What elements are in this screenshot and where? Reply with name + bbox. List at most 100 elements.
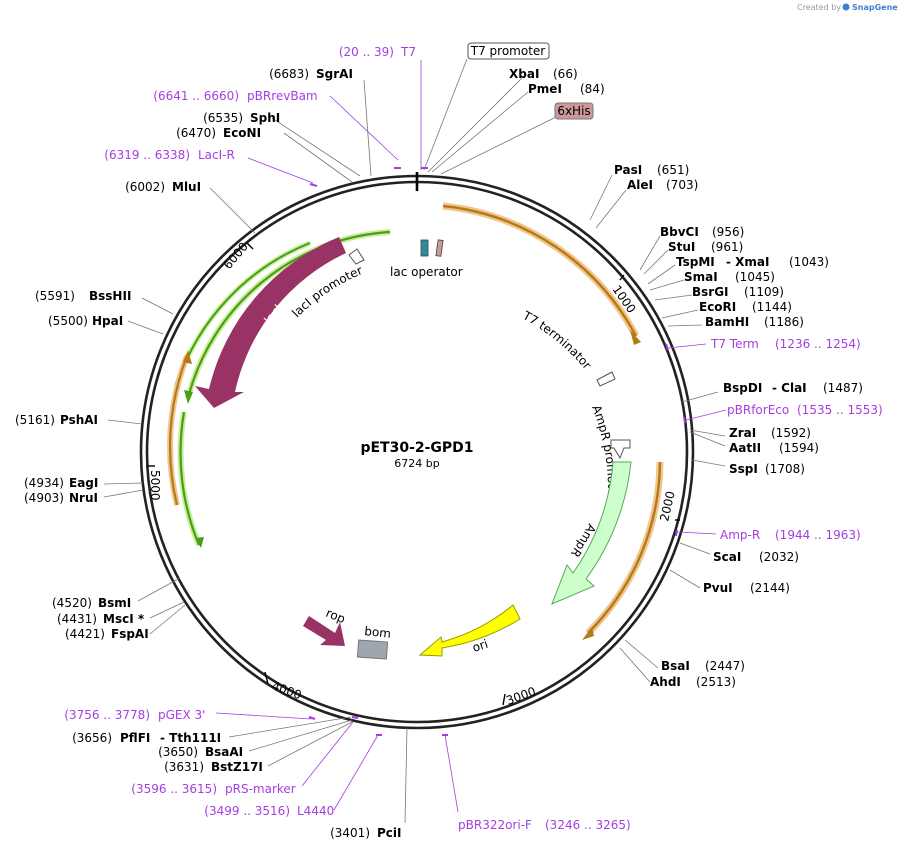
site-tspmi[interactable]: TspMI [676, 255, 715, 269]
site-mlui-pos: (6002) [125, 180, 165, 194]
site-bsmi[interactable]: BsmI [98, 596, 131, 610]
lac-operator-label: lac operator [390, 265, 463, 279]
site-alei[interactable]: AleI [627, 178, 653, 192]
site-tth111i[interactable]: - Tth111I [160, 731, 221, 745]
site-bbvci[interactable]: BbvCI [660, 225, 699, 239]
site-sgrai[interactable]: SgrAI [316, 67, 353, 81]
primer-pbr322orif-name[interactable]: pBR322ori-F [458, 818, 532, 832]
primer-t7term-range: (1236 .. 1254) [775, 337, 861, 351]
site-pvui-pos: (2144) [750, 581, 790, 595]
site-bamhi[interactable]: BamHI [705, 315, 749, 329]
primer-t7term-name[interactable]: T7 Term [710, 337, 759, 351]
site-bsmi-pos: (4520) [52, 596, 92, 610]
site-hpai-pos: (5500) [48, 314, 88, 328]
primer-pgex3-range: (3756 .. 3778) [64, 708, 150, 722]
laci-arrow[interactable] [195, 237, 346, 408]
site-bsaai-pos: (3650) [158, 745, 198, 759]
orf-left [168, 355, 189, 506]
site-fspai-pos: (4421) [65, 627, 105, 641]
site-pcii[interactable]: PciI [377, 826, 402, 840]
site-eagi[interactable]: EagI [69, 476, 98, 490]
primer-pbrrevbam-range: (6641 .. 6660) [153, 89, 239, 103]
site-bstz17i[interactable]: BstZ17I [211, 760, 263, 774]
orf-ampr [587, 461, 662, 634]
position-ticks: 1000 2000 3000 4000 5000 6000 [147, 240, 680, 708]
site-econi[interactable]: EcoNI [223, 126, 261, 140]
t7-terminator-label: T7 terminator [520, 308, 594, 372]
site-clai-pos: (1487) [823, 381, 863, 395]
site-xmai[interactable]: - XmaI [726, 255, 769, 269]
rop-arrow[interactable] [303, 616, 345, 646]
ampr-promoter-arrow[interactable] [610, 439, 631, 460]
his-tag-badge[interactable] [554, 102, 594, 120]
site-clai[interactable]: - ClaI [772, 381, 807, 395]
site-bsai[interactable]: BsaI [661, 659, 690, 673]
site-sspi-pos: (1708) [765, 462, 805, 476]
lac-operator-box[interactable] [420, 239, 429, 257]
snapgene-logo-icon [842, 3, 850, 11]
site-hpai[interactable]: HpaI [92, 314, 123, 328]
primer-l4440-name[interactable]: L4440 [297, 804, 334, 818]
t7-terminator-arrow[interactable] [596, 371, 616, 387]
orf-laci-lower-halo [177, 411, 202, 547]
t7-promoter-box[interactable] [467, 42, 550, 60]
plasmid-size: 6724 bp [394, 457, 439, 470]
site-eagi-pos: (4934) [24, 476, 64, 490]
primer-pbrforeco-name[interactable]: pBRforEco [727, 403, 789, 417]
primer-ampr-name[interactable]: Amp-R [720, 528, 760, 542]
site-smai-pos: (1045) [735, 270, 775, 284]
laci-promoter-arrow[interactable] [348, 248, 365, 265]
orf-laci-lower-head [195, 537, 204, 548]
site-pflfi[interactable]: PflFI [120, 731, 150, 745]
site-pmei[interactable]: PmeI [528, 82, 562, 96]
ori-arrow[interactable] [418, 604, 521, 657]
primer-t7-range: (20 .. 39) [339, 45, 394, 59]
site-ecori-pos: (1144) [752, 300, 792, 314]
plasmid-name: pET30-2-GPD1 [360, 440, 473, 456]
bom-label: bom [364, 624, 392, 641]
site-bsrgi-pos: (1109) [744, 285, 784, 299]
ampr-arrow[interactable] [551, 461, 632, 605]
site-sphi[interactable]: SphI [250, 111, 280, 125]
site-nrui[interactable]: NruI [69, 491, 98, 505]
site-stui[interactable]: StuI [668, 240, 695, 254]
site-msci[interactable]: MscI * [103, 612, 145, 626]
bom-box[interactable] [356, 639, 389, 660]
primer-l4440-range: (3499 .. 3516) [204, 804, 290, 818]
orf-ampr-head [582, 627, 594, 640]
site-bsshii-pos: (5591) [35, 289, 75, 303]
site-ahdi[interactable]: AhdI [650, 675, 681, 689]
site-ecori[interactable]: EcoRI [699, 300, 736, 314]
site-fspai[interactable]: FspAI [111, 627, 149, 641]
primer-pgex3-name[interactable]: pGEX 3' [158, 708, 205, 722]
orf-laci-upper [186, 230, 391, 399]
primer-pbrforeco-range: (1535 .. 1553) [797, 403, 883, 417]
primer-t7-name[interactable]: T7 [400, 45, 416, 59]
site-mlui[interactable]: MluI [172, 180, 201, 194]
site-bbvci-pos: (956) [712, 225, 744, 239]
site-sspi[interactable]: SspI [729, 462, 758, 476]
site-pvui[interactable]: PvuI [703, 581, 733, 595]
site-bstz17i-pos: (3631) [164, 760, 204, 774]
site-aatii[interactable]: AatII [729, 441, 761, 455]
site-zrai[interactable]: ZraI [729, 426, 756, 440]
site-bspdi[interactable]: BspDI [723, 381, 762, 395]
primer-prsmarker-name[interactable]: pRS-marker [225, 782, 296, 796]
site-smai[interactable]: SmaI [684, 270, 718, 284]
site-msci-pos: (4431) [57, 612, 97, 626]
site-alei-pos: (703) [666, 178, 698, 192]
ori-label: ori [471, 637, 490, 655]
primer-lacir-name[interactable]: LacI-R [198, 148, 235, 162]
site-bsrgi[interactable]: BsrGI [692, 285, 729, 299]
site-bsaai[interactable]: BsaAI [205, 745, 243, 759]
site-pasi[interactable]: PasI [614, 163, 642, 177]
site-xbai[interactable]: XbaI [509, 67, 539, 81]
his-tag-box[interactable] [435, 239, 444, 257]
site-pshai[interactable]: PshAI [60, 413, 98, 427]
primer-pbr322orif-range: (3246 .. 3265) [545, 818, 631, 832]
site-bsshii[interactable]: BssHII [89, 289, 131, 303]
site-scai[interactable]: ScaI [713, 550, 741, 564]
orf-laci-lower [179, 411, 201, 546]
site-bsai-pos: (2447) [705, 659, 745, 673]
primer-pbrrevbam-name[interactable]: pBRrevBam [247, 89, 318, 103]
